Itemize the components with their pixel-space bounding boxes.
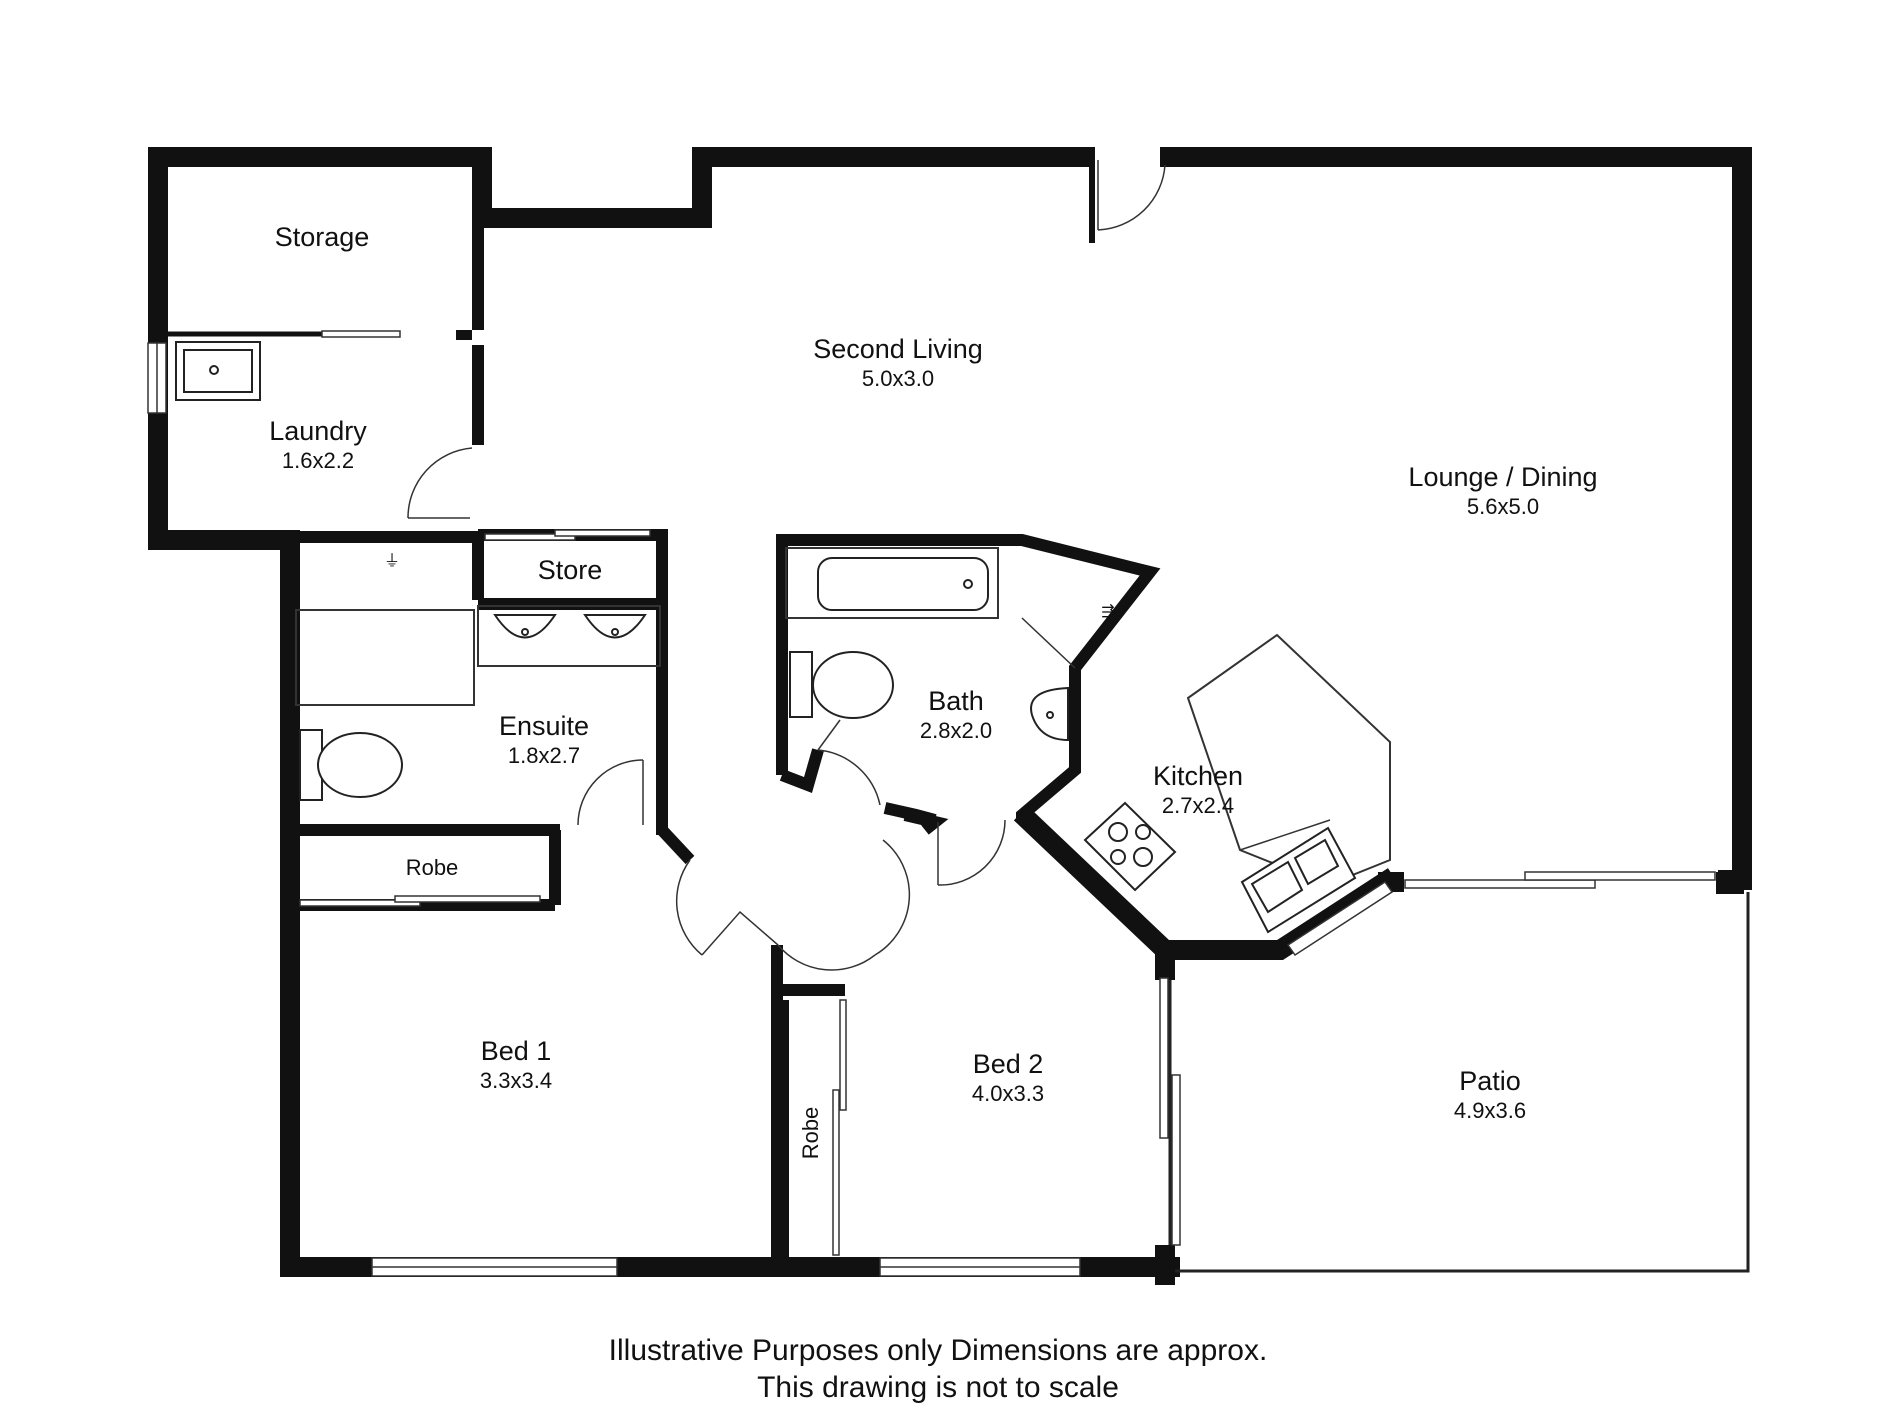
second-living-label: Second Living — [813, 334, 983, 364]
vanity-basins-icon — [477, 605, 661, 667]
hatch-icon: ⏚ — [384, 552, 400, 570]
robe1-label: Robe — [406, 855, 459, 880]
bed1-dim: 3.3x3.4 — [480, 1068, 552, 1093]
kitchen-dim: 2.7x2.4 — [1162, 793, 1234, 818]
kitchen-island-icon — [1186, 633, 1391, 884]
storage-label: Storage — [275, 222, 370, 252]
bath-toilet-icon — [789, 651, 894, 719]
footer-line-1: Illustrative Purposes only Dimensions ar… — [609, 1334, 1268, 1367]
bathtub-icon — [785, 547, 999, 619]
kitchen-sink-icon — [1240, 826, 1357, 934]
shower-icon — [295, 609, 475, 706]
room-labels: Storage Laundry 1.6x2.2 Second Living 5.… — [269, 222, 1597, 1159]
laundry-tub-icon — [175, 341, 261, 401]
patio-label: Patio — [1459, 1066, 1521, 1096]
bath-dim: 2.8x2.0 — [920, 718, 992, 743]
bath-label: Bath — [928, 686, 984, 716]
kitchen-label: Kitchen — [1153, 761, 1243, 791]
robe2-label: Robe — [798, 1107, 823, 1160]
second-living-dim: 5.0x3.0 — [862, 366, 934, 391]
store-label: Store — [538, 555, 603, 585]
lounge-dining-dim: 5.6x5.0 — [1467, 494, 1539, 519]
footer-line-2: This drawing is not to scale — [757, 1371, 1119, 1404]
footer-note: Illustrative Purposes only Dimensions ar… — [609, 1334, 1268, 1404]
laundry-label: Laundry — [269, 416, 367, 446]
bed2-dim: 4.0x3.3 — [972, 1081, 1044, 1106]
bath-basin-icon — [1021, 617, 1076, 742]
cooktop-icon — [1083, 801, 1177, 892]
windows — [147, 330, 1716, 1277]
patio-dim: 4.9x3.6 — [1454, 1098, 1526, 1123]
laundry-dim: 1.6x2.2 — [282, 448, 354, 473]
bed2-label: Bed 2 — [973, 1049, 1044, 1079]
ensuite-label: Ensuite — [499, 711, 589, 741]
ensuite-dim: 1.8x2.7 — [508, 743, 580, 768]
doors — [407, 160, 1166, 971]
vent-icon: ⇶ — [1101, 603, 1114, 621]
fixtures: ⏚ ⇶ — [175, 341, 1391, 934]
toilet-icon — [299, 729, 403, 801]
bed1-label: Bed 1 — [481, 1036, 552, 1066]
lounge-dining-label: Lounge / Dining — [1408, 462, 1597, 492]
